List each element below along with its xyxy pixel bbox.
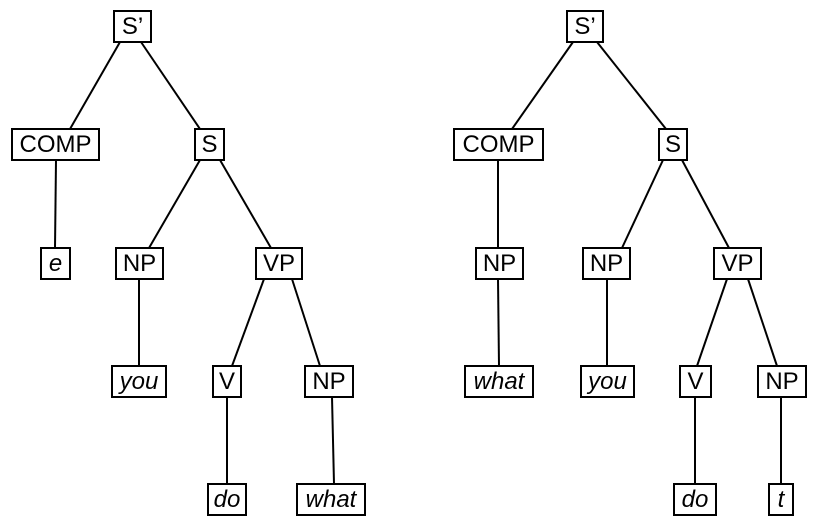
node-s: S — [658, 128, 688, 161]
node-vp: VP — [255, 247, 303, 280]
node-np-subject: NP — [115, 247, 164, 280]
edge-sbar-comp-left — [69, 41, 121, 130]
node-comp: COMP — [453, 128, 544, 161]
node-np-object: NP — [304, 365, 354, 398]
node-np-comp: NP — [475, 247, 524, 280]
edge-s-np-left — [148, 159, 201, 249]
node-np-object: NP — [757, 365, 807, 398]
node-vp: VP — [713, 247, 762, 280]
node-do: do — [207, 483, 247, 516]
node-s-bar: S’ — [113, 10, 152, 43]
node-s: S — [194, 128, 225, 161]
edge-vp-v-right — [696, 278, 728, 367]
edge-np-what-left — [331, 396, 335, 485]
node-v: V — [212, 365, 242, 398]
edge-sbar-comp-right — [511, 41, 574, 130]
edge-vp-np-left — [291, 278, 321, 367]
node-comp: COMP — [11, 128, 100, 161]
edge-vp-v-left — [231, 278, 265, 367]
node-s-bar: S’ — [566, 10, 604, 43]
edge-vp-np-right — [747, 278, 778, 367]
node-you: you — [111, 365, 167, 398]
node-v: V — [679, 365, 712, 398]
edge-sbar-s-left — [140, 41, 201, 130]
edge-np-what-right — [497, 278, 500, 367]
node-what: what — [464, 365, 534, 398]
node-do: do — [673, 483, 717, 516]
edge-comp-e-left — [54, 159, 57, 249]
edge-s-vp-left — [219, 159, 272, 249]
node-e: e — [40, 247, 71, 280]
edge-s-vp-right — [681, 159, 730, 249]
node-np-subject: NP — [582, 247, 631, 280]
node-what: what — [296, 483, 366, 516]
node-t: t — [768, 483, 794, 516]
node-you: you — [580, 365, 635, 398]
edge-sbar-s-right — [596, 41, 667, 130]
edge-s-np-right — [621, 159, 664, 249]
